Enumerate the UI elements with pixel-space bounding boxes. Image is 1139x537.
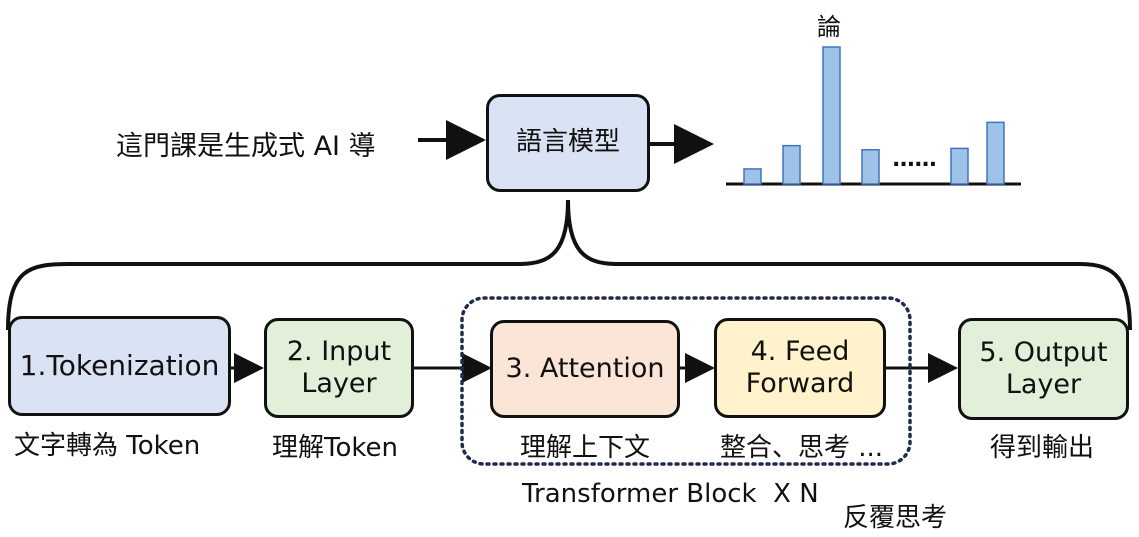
step-tokenization-title: 1.Tokenization — [19, 349, 220, 383]
curly-brace — [6, 199, 1132, 331]
caption-feed-forward: 整合、思考 ... — [720, 433, 884, 463]
input-sentence: 這門課是生成式 AI 導 — [116, 131, 376, 162]
distribution-ellipsis: ...... — [892, 147, 937, 172]
language-model-box: 語言模型 — [486, 94, 650, 192]
step-output-layer-title: 5. Output Layer — [979, 336, 1108, 400]
step-feed-forward-title: 4. Feed Forward — [745, 335, 855, 399]
step-input-layer-title: 2. Input Layer — [286, 335, 392, 399]
caption-tokenization: 文字轉為 Token — [14, 431, 201, 461]
language-model-label: 語言模型 — [515, 127, 620, 158]
transformer-block-label: Transformer Block X N — [522, 479, 819, 509]
caption-output-layer: 得到輸出 — [990, 433, 1095, 463]
distribution-bar — [743, 168, 762, 185]
distribution-bar — [950, 147, 969, 185]
caption-input-layer: 理解Token — [272, 433, 398, 463]
distribution-bar — [782, 144, 801, 185]
transformer-block-frame — [460, 296, 912, 466]
distribution-bar — [822, 46, 841, 185]
step-output-layer: 5. Output Layer — [958, 318, 1129, 420]
caption-attention: 理解上下文 — [520, 433, 651, 463]
transformer-block-note: 反覆思考 — [843, 503, 948, 533]
step-input-layer: 2. Input Layer — [264, 318, 414, 418]
output-token: 論 — [817, 13, 841, 41]
step-feed-forward: 4. Feed Forward — [714, 318, 886, 418]
step-attention-title: 3. Attention — [505, 352, 665, 384]
step-attention: 3. Attention — [490, 320, 680, 418]
step-tokenization: 1.Tokenization — [8, 316, 231, 416]
distribution-bar — [861, 149, 880, 185]
distribution-bars — [743, 46, 1005, 185]
distribution-bar — [986, 121, 1005, 185]
